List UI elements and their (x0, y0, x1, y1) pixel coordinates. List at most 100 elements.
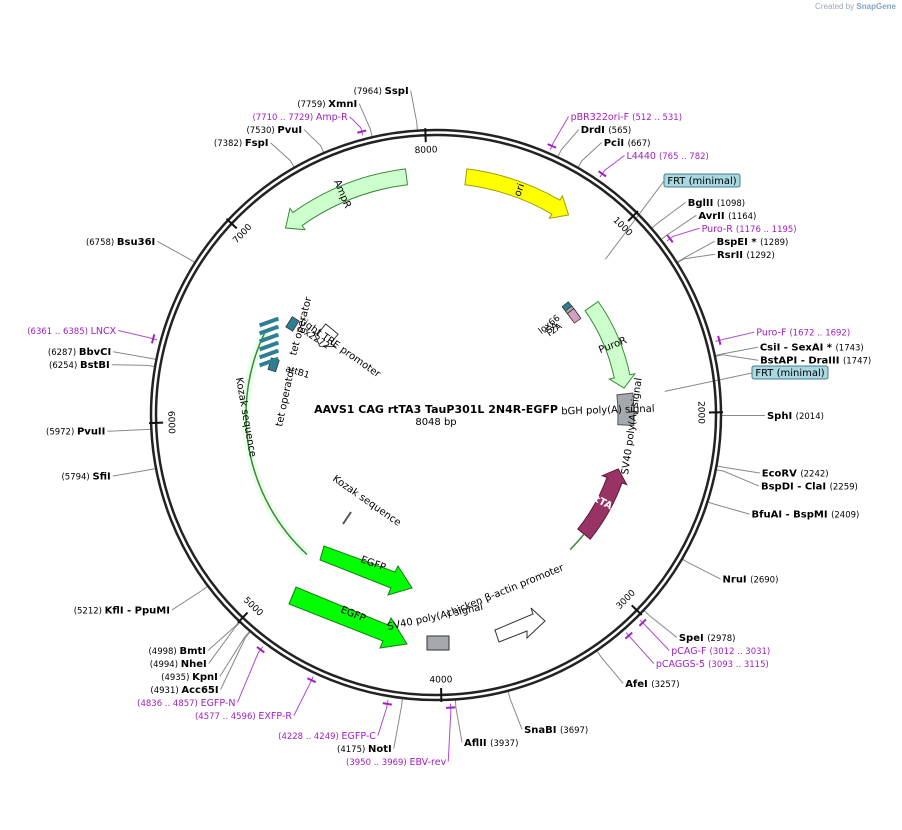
position-text: (765 .. 782) (659, 152, 709, 162)
tick-label: 6000 (165, 411, 176, 434)
primer-leader (666, 227, 700, 242)
name-text: NotI (368, 744, 392, 755)
tick-mark (627, 210, 639, 222)
primer-leader (118, 329, 158, 341)
position-text: (1292) (747, 251, 775, 261)
position-text: (1747) (843, 357, 871, 367)
name-text: SphI (767, 411, 796, 422)
position-text: (565) (608, 126, 631, 136)
primer-label: (4228 .. 4249) EGFP-C (278, 731, 376, 742)
position-text: (4935) (161, 673, 192, 683)
primer-mark (638, 618, 647, 627)
feature-tight-tre-promoter (312, 323, 339, 347)
name-text: BglII (688, 198, 717, 209)
enzyme-leader (113, 351, 157, 360)
primer-mark (547, 143, 557, 149)
name-text: pCAG-F (671, 646, 709, 657)
primer-mark (597, 170, 607, 178)
frt-box (751, 365, 829, 380)
primer-mark (357, 129, 367, 134)
enzyme-label: DrdI (565) (581, 125, 631, 136)
svg-text:(4836 .. 4857) EGFP-N: (4836 .. 4857) EGFP-N (137, 698, 235, 709)
primer-mark (624, 631, 633, 640)
position-text: (7382) (214, 139, 245, 149)
svg-text:(7759) XmnI: (7759) XmnI (297, 99, 357, 110)
enzyme-leader (157, 240, 196, 264)
svg-text:PciI (667): PciI (667) (604, 138, 651, 149)
snapgene-brand: Created by SnapGene (815, 2, 896, 11)
name-text: Amp-R (316, 112, 348, 123)
enzyme-label: (5972) PvuII (46, 427, 105, 438)
primer-leader (625, 632, 655, 664)
svg-text:pBR322ori-F (512 .. 531): pBR322ori-F (512 .. 531) (571, 112, 682, 123)
name-text: CsiI - SexAI * (760, 343, 836, 354)
svg-text:(4228 .. 4249) EGFP-C: (4228 .. 4249) EGFP-C (278, 731, 376, 742)
tick-mark (225, 218, 238, 230)
position-text: (2259) (830, 483, 858, 493)
feature-puror (584, 300, 636, 389)
position-text: (4228 .. 4249) (278, 732, 341, 742)
primer-leader (349, 116, 364, 136)
feature-ampr (284, 168, 409, 231)
position-text: (4836 .. 4857) (137, 699, 200, 709)
primer-label: L4440 (765 .. 782) (626, 151, 708, 162)
enzyme-leader (676, 253, 716, 264)
enzyme-leader (714, 346, 758, 357)
primer-leader (599, 155, 625, 178)
chicken-promoter-arrow (494, 607, 546, 643)
svg-text:SphI (2014): SphI (2014) (767, 411, 824, 422)
tick-label: 2000 (695, 401, 705, 424)
backbone-outer (149, 128, 723, 702)
svg-text:(6287) BbvCI: (6287) BbvCI (48, 347, 111, 358)
name-text: PvuI (277, 125, 302, 136)
svg-text:L4440 (765 .. 782): L4440 (765 .. 782) (626, 151, 708, 162)
tick-label: 8000 (414, 145, 438, 156)
primer-mark (256, 646, 265, 654)
feature-label: bGH poly(A) signal (561, 404, 655, 418)
enzyme-label: BfuAI - BspMI (2409) (752, 510, 860, 521)
name-text: Acc65I (181, 685, 218, 696)
enzyme-label: BspEI * (1289) (717, 237, 789, 248)
name-text: AflII (464, 738, 490, 749)
enzyme-label: CsiI - SexAI * (1743) (760, 343, 864, 354)
position-text: (4577 .. 4596) (195, 712, 258, 722)
label-chicken: chicken β-actin promoter (445, 562, 566, 620)
enzyme-leader (220, 631, 252, 690)
frt-label: FRT (minimal) (667, 176, 736, 187)
enzyme-leader (107, 428, 152, 432)
enzyme-label: AvrII (1164) (698, 211, 756, 222)
position-text: (7759) (297, 100, 328, 110)
position-text: (1176 .. 1195) (736, 225, 797, 235)
primer-mark (306, 677, 317, 684)
tick-mark (424, 128, 427, 143)
svg-text:BglII (1098): BglII (1098) (688, 198, 745, 209)
svg-text:pCAGGS-5 (3093 .. 3115): pCAGGS-5 (3093 .. 3115) (656, 659, 769, 670)
svg-text:SpeI (2978): SpeI (2978) (679, 633, 736, 644)
position-text: (2978) (707, 634, 735, 644)
labels: AAVS1 CAG rtTA3 TauP301L 2N4R-EGFP 8048 … (27, 86, 871, 768)
primer-mark (382, 702, 392, 706)
label-kozak-1: Kozak sequence (330, 473, 402, 528)
enzyme-label: (4998) BmtI (148, 646, 206, 657)
name-text: L4440 (626, 151, 659, 162)
svg-text:BfuAI - BspMI (2409): BfuAI - BspMI (2409) (752, 510, 860, 521)
primer-label: Puro-F (1672 .. 1692) (756, 328, 850, 339)
name-text: DrdI (581, 125, 609, 136)
enzyme-label: (4175) NotI (337, 744, 392, 755)
position-text: (2409) (831, 511, 859, 521)
position-text: (1164) (728, 212, 756, 222)
enzyme-leader (454, 699, 463, 743)
position-text: (4994) (150, 660, 181, 670)
name-text: BfuAI - BspMI (752, 510, 832, 521)
enzyme-leader (207, 621, 240, 651)
primer-label: (4577 .. 4596) EXFP-R (195, 711, 292, 722)
boxed-leader (664, 372, 753, 392)
name-text: KpnI (192, 672, 218, 683)
enzyme-leader (358, 103, 373, 138)
svg-text:(7530) PvuI: (7530) PvuI (246, 125, 302, 136)
name-text: EBV-rev (409, 757, 446, 768)
label-tet-2: tet operator (274, 366, 297, 428)
name-text: NruI (723, 575, 751, 586)
position-text: (7710 .. 7729) (252, 113, 315, 123)
interior-features (258, 316, 546, 651)
